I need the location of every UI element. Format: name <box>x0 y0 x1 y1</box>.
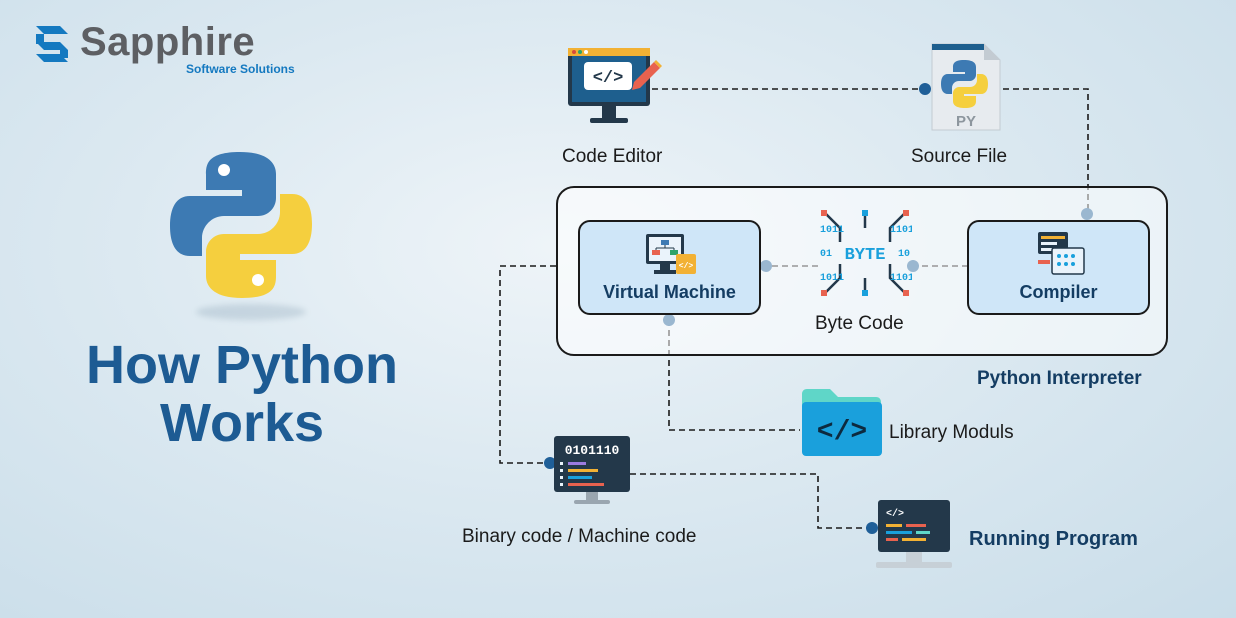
library-folder-icon: </> <box>802 389 882 456</box>
binary-monitor-icon: 0101110 <box>554 436 630 504</box>
brand-tagline: Software Solutions <box>186 62 295 76</box>
wire-source-to-compiler <box>1003 88 1089 214</box>
page-title-line2: Works <box>159 393 325 453</box>
code-editor-icon: </> <box>568 48 662 123</box>
binary-icon-text: 0101110 <box>565 443 620 458</box>
svg-text:1011: 1011 <box>820 273 844 284</box>
svg-text:01: 01 <box>820 249 832 260</box>
wire-vm-to-library <box>668 320 800 431</box>
svg-text:</>: </> <box>679 262 694 271</box>
svg-text:</>: </> <box>886 508 904 520</box>
code-editor-label: Code Editor <box>562 146 663 167</box>
svg-text:1011: 1011 <box>820 225 844 236</box>
svg-text:</>: </> <box>817 417 867 448</box>
wire-interpreter-to-binary <box>499 265 556 464</box>
compiler-label: Compiler <box>1019 282 1098 302</box>
python-interpreter-label: Python Interpreter <box>977 368 1142 389</box>
source-file-label: Source File <box>911 146 1008 167</box>
connector-dot <box>544 457 556 469</box>
wire-binary-to-running <box>630 473 872 529</box>
page-title-line1: How Python <box>86 335 398 395</box>
virtual-machine-label: Virtual Machine <box>603 282 736 302</box>
page-title: How Python Works <box>40 336 444 452</box>
byte-code-label: Byte Code <box>815 313 904 334</box>
file-extension-text: PY <box>956 113 976 130</box>
library-modules-label: Library Moduls <box>889 422 1014 443</box>
connector-dot <box>919 83 931 95</box>
compiler-icon <box>1038 232 1085 275</box>
python-logo-icon <box>170 152 312 298</box>
binary-code-label: Binary code / Machine code <box>462 526 697 547</box>
svg-text:10: 10 <box>898 249 910 260</box>
python-file-icon: PY <box>931 43 1001 131</box>
byte-code-icon: 1011 1101 01 10 1011 1101 BYTE <box>820 210 912 296</box>
sapphire-logo-icon <box>36 26 68 62</box>
running-program-monitor-icon: </> <box>876 500 952 568</box>
virtual-machine-node: </> Virtual Machine <box>578 220 761 315</box>
byte-icon-text: BYTE <box>845 246 886 265</box>
svg-text:1101: 1101 <box>890 225 912 236</box>
svg-text:</>: </> <box>593 69 624 88</box>
virtual-machine-icon: </> <box>646 234 696 274</box>
compiler-node: Compiler <box>967 220 1150 315</box>
connector-dot <box>866 522 878 534</box>
python-logo-shadow <box>196 304 306 320</box>
svg-text:1101: 1101 <box>890 273 912 284</box>
brand-name: Sapphire <box>80 20 256 64</box>
running-program-label: Running Program <box>969 528 1138 550</box>
